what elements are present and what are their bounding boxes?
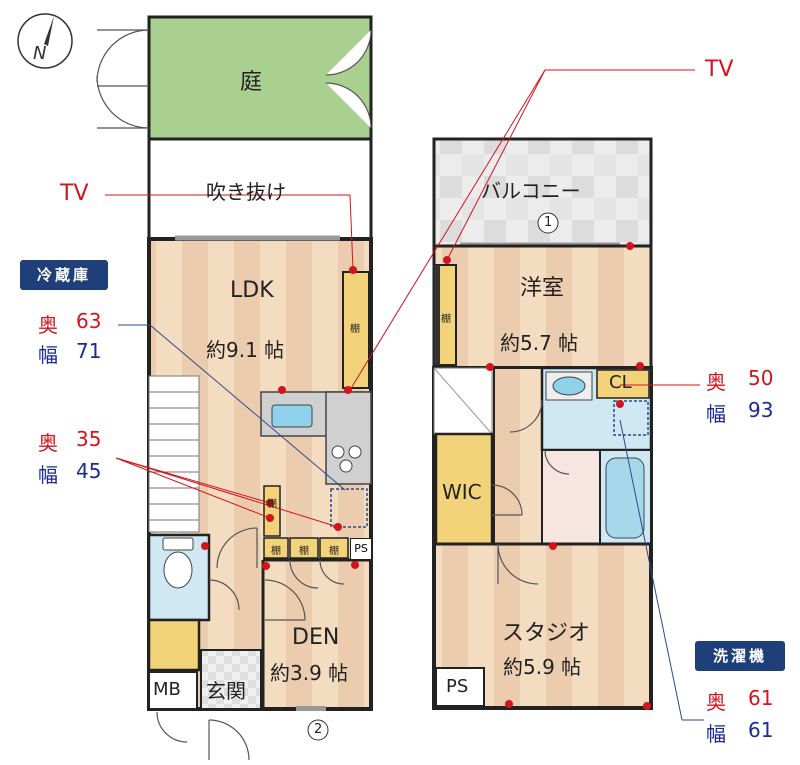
stairs — [148, 375, 200, 533]
cl-label: CL — [609, 372, 632, 393]
fridge-space — [330, 488, 368, 528]
shelf-label-ldk: 棚 — [350, 324, 360, 335]
washer-badge: 洗濯機 — [695, 641, 785, 671]
bath-floor — [541, 449, 601, 545]
small-space-width-label: 幅 — [38, 463, 58, 487]
closet-width-label: 幅 — [706, 402, 726, 426]
wic — [434, 432, 494, 546]
small-space-width-value: 45 — [76, 459, 102, 483]
garden-label: 庭 — [240, 70, 263, 95]
entrance-label: 玄関 — [206, 679, 246, 703]
den-size: 約3.9 帖 — [270, 661, 349, 685]
marker-2: 2 — [314, 722, 323, 737]
washer-depth-label: 奥 — [706, 690, 726, 714]
studio-size: 約5.9 帖 — [503, 655, 582, 679]
fridge-width-value: 71 — [76, 339, 102, 363]
den-label: DEN — [292, 625, 340, 650]
fridge-depth-label: 奥 — [38, 313, 58, 337]
western-room-size: 約5.7 帖 — [500, 331, 579, 355]
atrium-label: 吹き抜け — [206, 180, 286, 204]
shelf-label-small-2: 棚 — [271, 546, 281, 557]
entrance — [200, 649, 262, 710]
garden — [147, 15, 373, 141]
wic-label: WIC — [442, 480, 482, 504]
western-room-label: 洋室 — [520, 276, 565, 301]
studio-label: スタジオ — [502, 621, 591, 646]
mb-label: MB — [153, 679, 181, 700]
kitchen-counter — [260, 391, 372, 485]
tv-label-left: TV — [60, 181, 89, 206]
tv-label-right: TV — [705, 57, 734, 82]
shelf-label-small-3: 棚 — [299, 546, 309, 557]
closet-width-value: 93 — [748, 398, 774, 422]
shelf-ldk — [342, 271, 370, 389]
washer-width-value: 61 — [748, 718, 774, 742]
washer-space — [613, 400, 649, 436]
ps-large-box — [435, 667, 485, 707]
closet-depth-value: 50 — [748, 366, 774, 390]
ldk-label: LDK — [230, 278, 274, 303]
ps-large-label: PS — [446, 676, 469, 697]
closet-depth-label: 奥 — [706, 370, 726, 394]
outlets — [201, 242, 651, 710]
marker-1: 1 — [544, 215, 553, 230]
ldk-size: 約9.1 帖 — [206, 338, 285, 362]
cl-closet — [596, 369, 650, 399]
leader-lines — [105, 69, 704, 721]
north-label: N — [33, 43, 47, 64]
small-space-depth-label: 奥 — [38, 431, 58, 455]
balcony-label: バルコニー — [481, 179, 581, 203]
compass-icon — [17, 13, 73, 69]
shelf-label-small-4: 棚 — [329, 546, 339, 557]
ps-small-label: PS — [350, 538, 372, 560]
washer-width-label: 幅 — [706, 722, 726, 746]
door-swings-left — [156, 527, 345, 761]
shelf-label-western: 棚 — [441, 314, 451, 325]
fridge-width-label: 幅 — [38, 343, 58, 367]
fridge-depth-value: 63 — [76, 309, 102, 333]
washer-depth-value: 61 — [748, 686, 774, 710]
toilet-icon — [162, 537, 194, 589]
mb-box — [148, 671, 198, 710]
shelf-label-small-1: 棚 — [267, 499, 277, 510]
small-shelves — [263, 485, 349, 559]
small-space-depth-value: 35 — [76, 427, 102, 451]
garden-door-swings — [96, 29, 372, 129]
fridge-badge: 冷蔵庫 — [20, 260, 108, 290]
door-swings-right — [491, 399, 570, 585]
